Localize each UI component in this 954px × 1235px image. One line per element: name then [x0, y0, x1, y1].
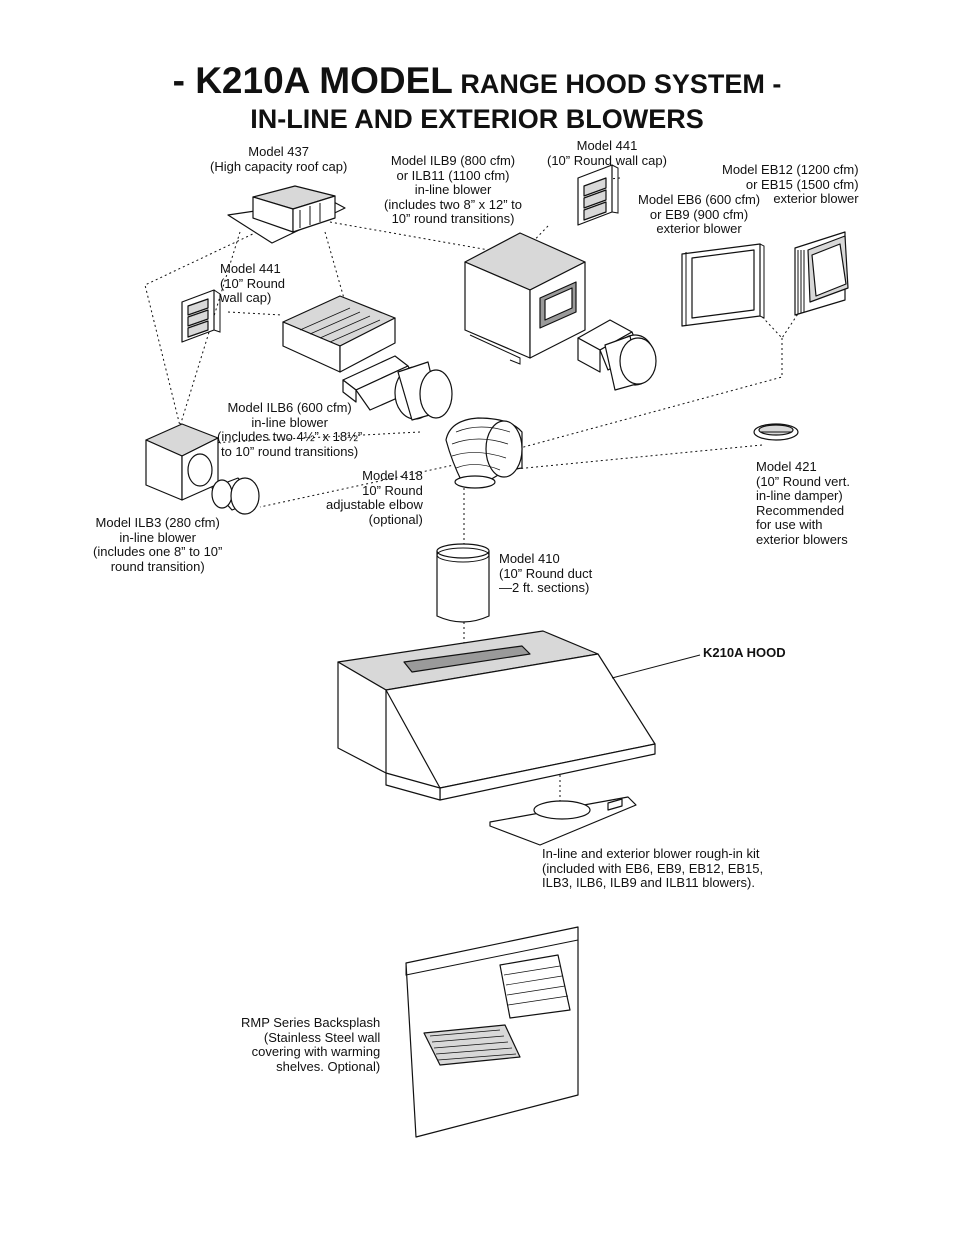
- label-model-437: Model 437(High capacity roof cap): [210, 144, 348, 174]
- page-title: - K210A MODEL RANGE HOOD SYSTEM -: [172, 60, 782, 101]
- label-rmp-backsplash: RMP Series Backsplash(Stainless Steel wa…: [241, 1015, 381, 1074]
- title-model: K210A MODEL: [195, 60, 453, 101]
- label-model-441-top: Model 441(10” Round wall cap): [547, 138, 667, 168]
- label-k210a-hood: K210A HOOD: [703, 645, 786, 660]
- adjustable-elbow-418: [445, 417, 523, 489]
- inline-blower-ilb9: [464, 232, 586, 365]
- label-model-ilb9: Model ILB9 (800 cfm)or ILB11 (1100 cfm)i…: [384, 153, 523, 227]
- label-rough-in-kit: In-line and exterior blower rough-in kit…: [542, 846, 764, 891]
- wall-cap-441-top: [577, 164, 619, 226]
- inline-blower-ilb6: [282, 295, 453, 421]
- label-model-410: Model 410(10” Round duct—2 ft. sections): [499, 551, 593, 596]
- title-rest: RANGE HOOD SYSTEM -: [452, 69, 782, 99]
- range-hood-k210a: [337, 630, 701, 846]
- ilb9-transition: [577, 319, 657, 391]
- rmp-backsplash: [405, 926, 579, 1138]
- label-model-eb6: Model EB6 (600 cfm)or EB9 (900 cfm)exter…: [638, 192, 761, 237]
- label-model-eb12: Model EB12 (1200 cfm)or EB15 (1500 cfm)e…: [722, 162, 859, 207]
- inline-blower-ilb3: [145, 423, 260, 515]
- label-model-ilb3: Model ILB3 (280 cfm)in-line blower(inclu…: [93, 515, 223, 574]
- exterior-blower-eb6: [681, 243, 765, 327]
- wall-cap-441-left: [181, 289, 221, 343]
- damper-421: [753, 423, 799, 441]
- round-duct-410: [436, 543, 490, 623]
- page-subtitle: IN-LINE AND EXTERIOR BLOWERS: [250, 104, 704, 134]
- label-model-421: Model 421(10” Round vert.in-line damper)…: [756, 459, 850, 547]
- exterior-blower-eb12: [794, 231, 849, 316]
- label-model-ilb6: Model ILB6 (600 cfm)in-line blower(inclu…: [217, 400, 363, 459]
- roof-cap-437: [227, 185, 346, 244]
